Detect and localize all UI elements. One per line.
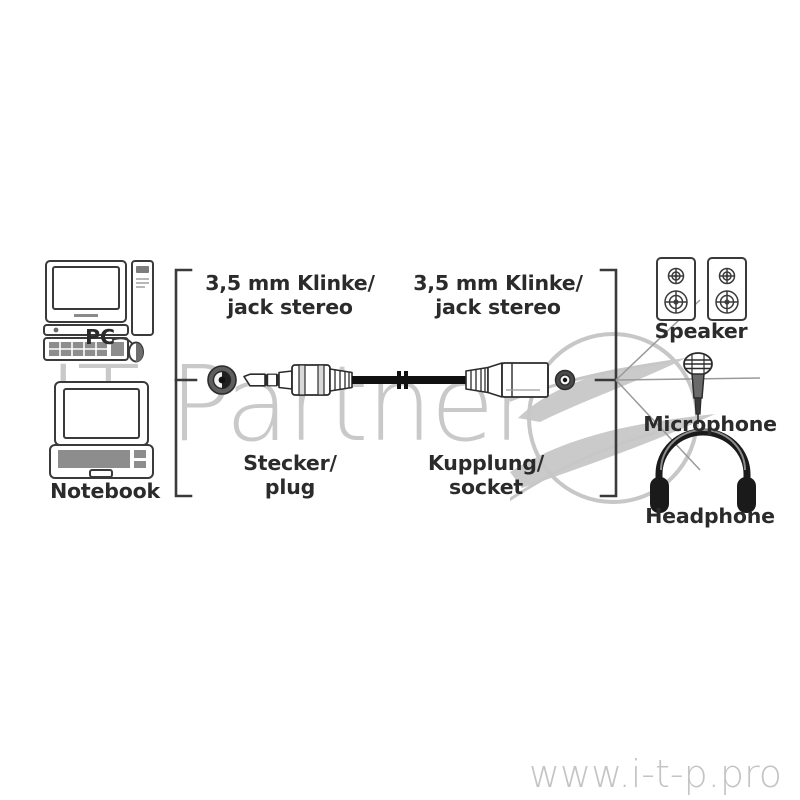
notebook-icon — [49, 381, 154, 479]
source-label-notebook: Notebook — [50, 479, 160, 503]
cable-female-socket — [465, 362, 549, 398]
spec-label-left-line1: 3,5 mm Klinke/ — [205, 271, 375, 295]
watermark-url-text: www.i-t-p.pro — [528, 752, 782, 796]
speaker-pair-icon — [656, 257, 747, 321]
spec-label-right-line2: jack stereo — [435, 295, 561, 319]
role-label-socket-line1: Kupplung/ — [427, 451, 545, 475]
target-label-microphone: Microphone — [643, 412, 777, 436]
spec-label-left-line2: jack stereo — [227, 295, 353, 319]
headphone-icon — [650, 428, 756, 513]
role-label-plug-line1: Stecker/ — [243, 451, 337, 475]
cable-male-plug — [243, 364, 353, 396]
source-label-pc: PC — [85, 325, 115, 349]
watermark-brand-text: IT Partner — [48, 343, 535, 465]
computer-audio-port-icon — [207, 365, 237, 395]
target-label-headphone: Headphone — [645, 504, 775, 528]
device-audio-port-icon — [554, 369, 576, 391]
target-label-speaker: Speaker — [654, 319, 748, 343]
spec-label-right-line1: 3,5 mm Klinke/ — [413, 271, 583, 295]
role-label-plug-line2: plug — [264, 475, 316, 499]
role-label-socket-line2: socket — [448, 475, 524, 499]
cable-cord — [352, 371, 466, 389]
right-bracket — [594, 268, 618, 498]
